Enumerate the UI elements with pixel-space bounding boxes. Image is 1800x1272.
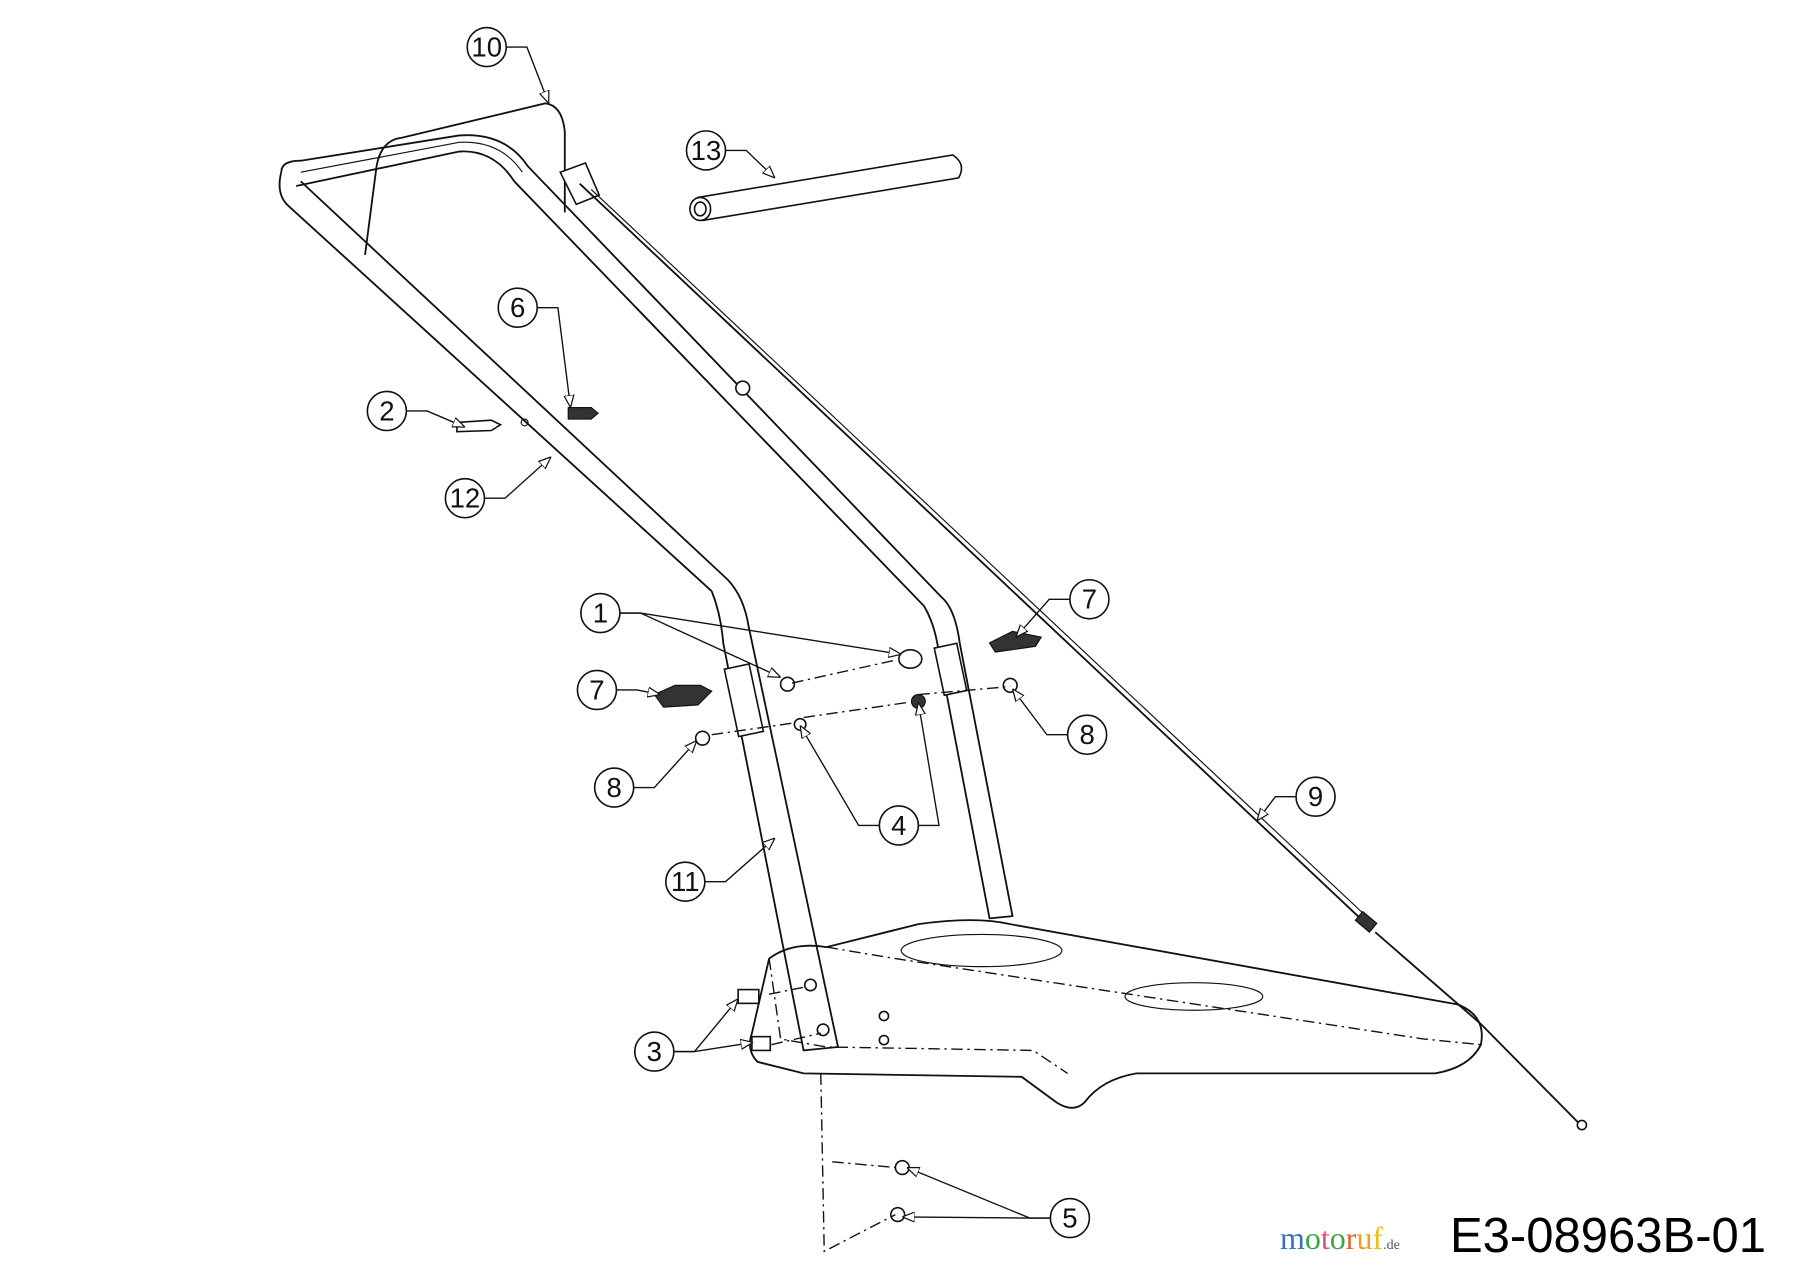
callout-3: 3: [634, 999, 753, 1072]
callout-label: 8: [1079, 719, 1094, 750]
watermark-letter: f: [1372, 1220, 1384, 1256]
leader-arrow: [484, 457, 551, 499]
leader-arrow: [902, 1217, 1051, 1218]
callout-label: 6: [510, 292, 525, 323]
callout-9: 9: [1257, 776, 1336, 821]
callout-circle: [576, 669, 618, 711]
callout-circle: [685, 130, 727, 171]
callout-circle: [1049, 1197, 1091, 1239]
leader-arrow: [406, 410, 465, 427]
callout-2: 2: [366, 390, 465, 432]
watermark-suffix: .de: [1383, 1238, 1400, 1253]
watermark-letter: t: [1320, 1220, 1330, 1256]
callout-circle: [466, 26, 508, 68]
callout-7: 7: [1016, 578, 1110, 637]
callout-label: 11: [671, 866, 700, 897]
callout-circle: [1069, 578, 1110, 620]
callout-label: 4: [891, 810, 906, 841]
mower-deck: [749, 919, 1483, 1109]
callout-label: 7: [1082, 584, 1097, 615]
leader-arrow: [918, 703, 940, 827]
callout-circle: [1295, 776, 1336, 818]
callout-label: 8: [606, 772, 621, 803]
callout-circle: [444, 477, 486, 519]
callout-13: 13: [685, 130, 775, 178]
callout-6: 6: [497, 287, 570, 408]
callout-1: 1: [580, 592, 901, 678]
leader-arrow: [907, 1166, 1051, 1219]
callout-label: 3: [647, 1036, 662, 1067]
callout-circle: [497, 287, 539, 328]
watermark-letter: r: [1345, 1220, 1357, 1256]
callout-8: 8: [593, 740, 697, 808]
control-cable: [579, 183, 1588, 1131]
callout-label: 2: [379, 395, 394, 426]
callout-label: 5: [1062, 1203, 1077, 1234]
callout-label: 7: [589, 674, 604, 705]
leader-arrow: [616, 690, 660, 695]
leader-arrow: [619, 612, 901, 654]
callout-10: 10: [466, 26, 549, 104]
callout-circle: [878, 805, 920, 846]
callout-5: 5: [902, 1166, 1091, 1239]
callout-7: 7: [576, 669, 660, 711]
callout-11: 11: [665, 838, 775, 902]
callout-circle: [593, 767, 635, 808]
callout-4: 4: [800, 703, 940, 846]
leader-arrow: [1257, 796, 1297, 821]
leader-arrow: [673, 999, 738, 1053]
callout-circle: [1066, 714, 1108, 756]
grip-tube: [689, 154, 963, 222]
callout-12: 12: [444, 457, 551, 519]
watermark-letter: o: [1304, 1220, 1321, 1256]
callout-label: 12: [450, 483, 481, 514]
drawing-number: E3-08963B-01: [1450, 1209, 1767, 1263]
leader-arrow: [704, 838, 775, 883]
watermark-letter: o: [1329, 1220, 1346, 1256]
leader-arrow: [506, 46, 548, 103]
leader-arrow: [537, 306, 570, 408]
leader-arrow: [1016, 598, 1070, 637]
callout-label: 1: [593, 598, 608, 629]
callout-circle: [634, 1031, 675, 1072]
callout-label: 9: [1308, 781, 1323, 812]
leader-arrow: [725, 149, 775, 178]
callout-circle: [366, 390, 408, 432]
watermark-letter: m: [1280, 1220, 1305, 1256]
watermark-letter: u: [1356, 1220, 1373, 1256]
leader-arrow: [800, 726, 880, 827]
handle-lower: [710, 579, 1014, 1052]
watermark-logo: motoruf.de: [1280, 1222, 1400, 1254]
small-parts: [456, 406, 1043, 1253]
callout-8: 8: [1013, 689, 1108, 756]
leader-arrow: [633, 740, 697, 789]
callout-circle: [580, 592, 621, 634]
callout-label: 10: [471, 32, 502, 63]
callout-circle: [665, 861, 706, 902]
handle-upper: [278, 134, 942, 607]
leader-arrow: [1013, 689, 1068, 736]
leader-arrow: [673, 1042, 753, 1053]
callout-label: 13: [691, 135, 722, 166]
